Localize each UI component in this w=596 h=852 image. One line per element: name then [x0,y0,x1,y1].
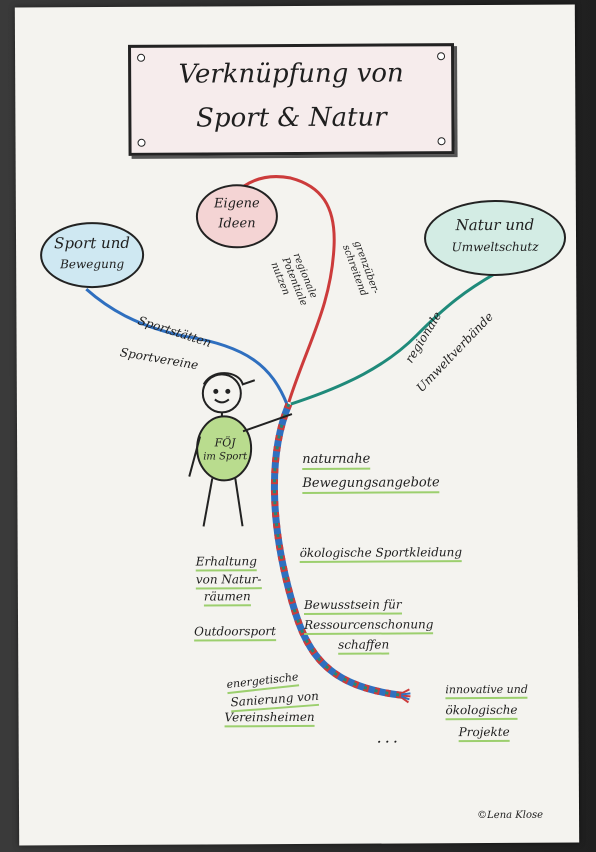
bubble-natur-und-umweltschutz: Natur und Umweltschutz [423,199,567,277]
idea-bewusstsein-line-3: schaffen [338,637,390,655]
bubble-ideen-line-1: Eigene [213,196,260,212]
mindmap-drawing [85,175,497,704]
braided-rope-trunk [270,402,404,699]
teal-rope-branch [290,271,497,406]
idea-innovative-line-3: Projekte [458,724,510,743]
bubble-sport-line-2: Bewegung [60,256,125,272]
idea-erhaltung-line-3: räumen [203,589,251,607]
red-rope-branch [242,175,336,403]
idea-naturnahe-line-1: naturnahe [302,451,371,470]
idea-bewusstsein-line-2: Ressourcenschonung [304,617,434,635]
bubble-sport-line-1: Sport und [54,233,130,253]
bubble-sport-und-bewegung: Sport und Bewegung [39,221,145,289]
idea-more-dots: ... [376,727,401,747]
poster-paper: Verknüpfung von Sport & Natur [14,4,580,846]
bubble-eigene-ideen: Eigene Ideen [195,184,279,249]
figure-text-im-sport: im Sport [203,451,248,463]
blue-rope-branch [85,287,289,405]
idea-erhaltung-line-1: Erhaltung [195,554,257,572]
bubble-natur-line-1: Natur und [455,215,535,235]
bubble-natur-line-2: Umweltschutz [451,239,539,255]
stick-figure [188,372,293,527]
bubble-ideen-line-2: Ideen [218,216,256,232]
idea-oekologische-sportkleidung: ökologische Sportkleidung [299,545,463,563]
figure-text-foej: FÖJ [214,436,236,450]
idea-innovative-line-2: ökologische [445,702,518,721]
idea-outdoorsport: Outdoorsport [194,624,277,642]
copyright: ©Lena Klose [477,809,544,822]
idea-innovative-line-1: innovative und [445,682,528,700]
idea-naturnahe-line-2: Bewegungsangebote [302,475,440,494]
idea-bewusstsein-line-1: Bewusstsein für [303,597,402,615]
idea-erhaltung-line-2: von Natur- [195,572,262,590]
idea-energetische-line-3: Vereinsheimen [224,709,315,728]
